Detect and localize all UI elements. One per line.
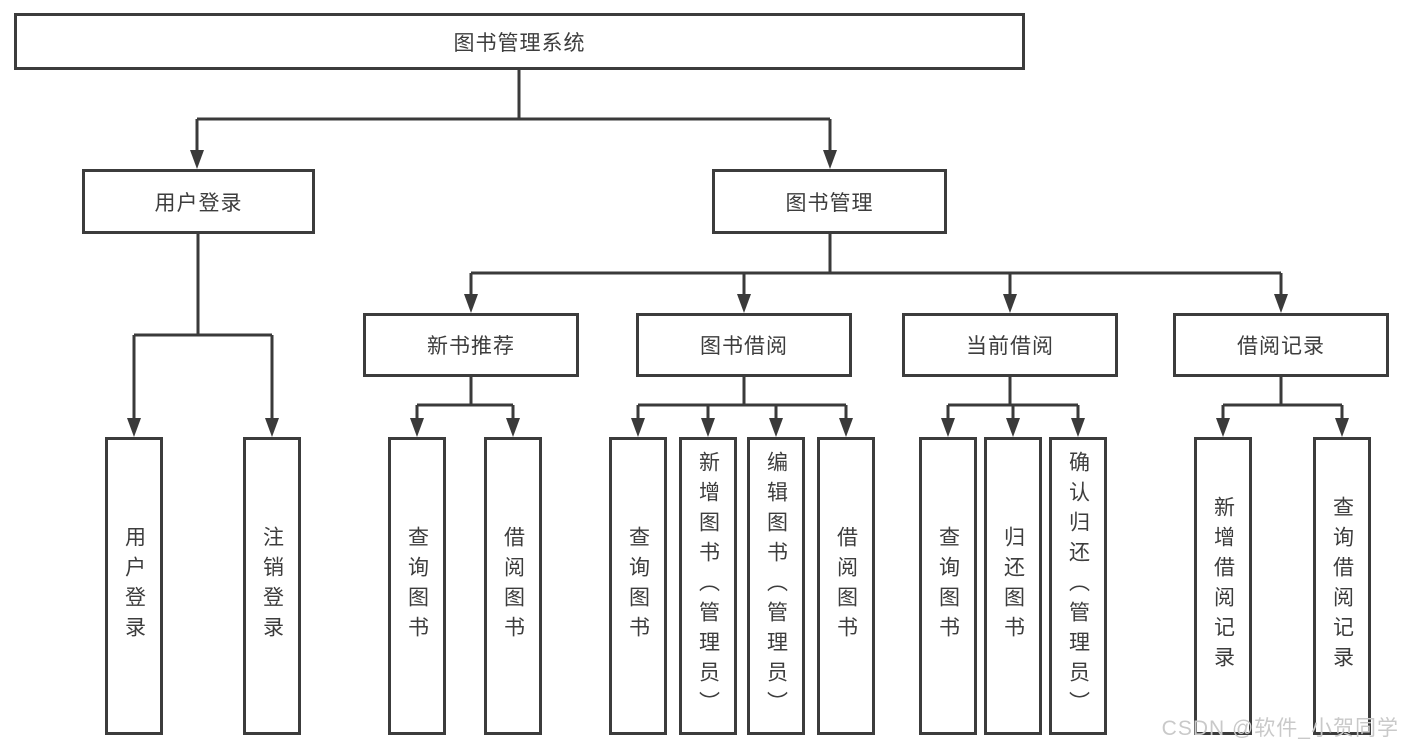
arrowhead-icon: [1003, 294, 1017, 313]
node-label: 注销登录: [260, 526, 284, 646]
arrowhead-icon: [1335, 418, 1349, 437]
connector-newbook-to-leaves: [415, 377, 515, 420]
node-user-login: 用户登录: [82, 169, 315, 234]
arrowhead-icon: [941, 418, 955, 437]
node-label: 新增图书（管理员）: [696, 451, 720, 721]
node-label: 新书推荐: [427, 335, 515, 358]
node-label: 编辑图书（管理员）: [764, 451, 788, 721]
leaf-newbook-borrow-books: 借阅图书: [484, 437, 542, 735]
arrowhead-icon: [1006, 418, 1020, 437]
arrowhead-icon: [265, 418, 279, 437]
leaf-borrow-query-books: 查询图书: [609, 437, 667, 735]
node-label: 借阅图书: [834, 526, 858, 646]
arrowhead-icon: [464, 294, 478, 313]
node-label: 查询图书: [626, 526, 650, 646]
connector-currentborrow-to-leaves: [946, 377, 1080, 420]
arrowhead-icon: [701, 418, 715, 437]
node-label: 用户登录: [154, 191, 243, 215]
connector-borrowrecord-to-leaves: [1221, 377, 1344, 420]
node-label: 确认归还（管理员）: [1066, 451, 1090, 721]
csdn-watermark: CSDN @软件_小贺同学: [1161, 717, 1399, 740]
node-label: 借阅记录: [1237, 335, 1325, 358]
leaf-record-add-borrow-record: 新增借阅记录: [1194, 437, 1252, 735]
connector-bookmgmt-to-level3: [469, 234, 1283, 296]
leaf-current-return-books: 归还图书: [984, 437, 1042, 735]
arrowhead-icon: [1274, 294, 1288, 313]
connector-bookborrow-to-leaves: [636, 377, 848, 420]
leaf-user-login: 用户登录: [105, 437, 163, 735]
node-label: 归还图书: [1001, 526, 1025, 646]
leaf-borrow-borrow-books: 借阅图书: [817, 437, 875, 735]
arrowhead-icon: [823, 150, 837, 169]
node-label: 图书管理: [785, 191, 874, 215]
arrowhead-icon: [839, 418, 853, 437]
node-label: 查询借阅记录: [1330, 496, 1354, 676]
leaf-current-query-books: 查询图书: [919, 437, 977, 735]
node-label: 借阅图书: [501, 526, 525, 646]
node-book-management: 图书管理: [712, 169, 947, 234]
node-library-management-system: 图书管理系统: [14, 13, 1025, 70]
arrowhead-icon: [410, 418, 424, 437]
node-label: 图书管理系统: [453, 31, 586, 55]
arrowhead-icon: [190, 150, 204, 169]
leaf-record-query-borrow-record: 查询借阅记录: [1313, 437, 1371, 735]
leaf-newbook-query-books: 查询图书: [388, 437, 446, 735]
node-borrowing-records: 借阅记录: [1173, 313, 1389, 377]
node-label: 查询图书: [405, 526, 429, 646]
arrowhead-icon: [769, 418, 783, 437]
arrowhead-icon: [737, 294, 751, 313]
arrowhead-icon: [1216, 418, 1230, 437]
node-label: 图书借阅: [700, 335, 788, 358]
node-label: 新增借阅记录: [1211, 496, 1235, 676]
arrowhead-icon: [631, 418, 645, 437]
leaf-borrow-edit-books-admin: 编辑图书（管理员）: [747, 437, 805, 735]
connector-root-to-level2: [195, 70, 832, 152]
node-current-borrowing: 当前借阅: [902, 313, 1118, 377]
arrowhead-icon: [127, 418, 141, 437]
node-label: 用户登录: [122, 526, 146, 646]
leaf-borrow-add-books-admin: 新增图书（管理员）: [679, 437, 737, 735]
connector-userlogin-to-leaves: [132, 234, 274, 420]
node-book-borrowing: 图书借阅: [636, 313, 852, 377]
node-new-book-recommend: 新书推荐: [363, 313, 579, 377]
leaf-current-confirm-return-admin: 确认归还（管理员）: [1049, 437, 1107, 735]
arrowhead-icon: [506, 418, 520, 437]
leaf-logout: 注销登录: [243, 437, 301, 735]
node-label: 查询图书: [936, 526, 960, 646]
arrowhead-icon: [1071, 418, 1085, 437]
node-label: 当前借阅: [966, 335, 1054, 358]
